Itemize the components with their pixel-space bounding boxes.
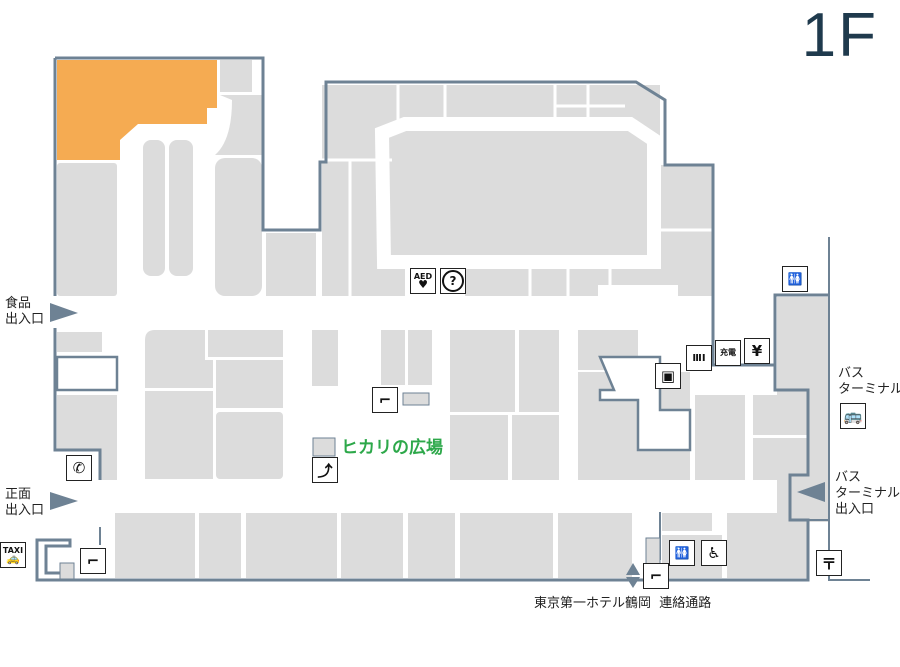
stairs-icon[interactable]: ⌐ xyxy=(372,387,398,413)
escalator-steps-icon xyxy=(59,392,661,580)
shop[interactable] xyxy=(312,330,338,386)
shop[interactable] xyxy=(215,158,262,296)
post-text: 〒 xyxy=(821,554,837,573)
plaza-label: ヒカリの広場 xyxy=(341,438,443,458)
floor-label: 1F xyxy=(801,1,878,70)
shop[interactable] xyxy=(169,140,193,276)
shop[interactable] xyxy=(512,415,559,480)
escalator-icon[interactable]: ⤴ xyxy=(312,457,338,483)
arrows xyxy=(50,303,825,588)
taxi-text: TAXI xyxy=(2,546,24,555)
shop[interactable] xyxy=(57,395,117,450)
shop[interactable] xyxy=(381,330,405,385)
elevator-icon[interactable]: ⅢⅠ xyxy=(686,345,712,371)
shops-center xyxy=(57,297,829,522)
locker-icon[interactable]: ▣ xyxy=(655,363,681,389)
food-entrance-arrow xyxy=(50,303,78,322)
shop[interactable] xyxy=(145,391,213,479)
telephone-icon[interactable]: ✆ xyxy=(66,455,92,481)
charge-text: 充電 xyxy=(720,348,736,357)
restroom-icon[interactable]: 🚻 xyxy=(669,540,695,566)
bus-entrance-label: バス ターミナル 出入口 xyxy=(835,470,900,517)
shop[interactable] xyxy=(246,513,337,578)
shop[interactable] xyxy=(143,140,165,276)
front-entrance-label: 正面 出入口 xyxy=(5,487,45,518)
shop[interactable] xyxy=(519,330,559,412)
shop[interactable] xyxy=(215,95,262,155)
wheelchair-icon[interactable]: ♿ xyxy=(701,540,727,566)
phone-charging-icon[interactable]: 充電 xyxy=(715,340,741,366)
yen-text: ¥ xyxy=(751,342,763,360)
shop[interactable] xyxy=(341,513,403,578)
shop[interactable] xyxy=(460,513,553,578)
shop[interactable] xyxy=(115,513,195,578)
info-icon[interactable]: ? xyxy=(440,268,466,294)
food-entrance-label: 食品 出入口 xyxy=(5,296,45,327)
shop[interactable] xyxy=(558,513,632,578)
bus-icon[interactable]: 🚌 xyxy=(840,403,866,429)
shop[interactable] xyxy=(450,330,515,412)
bus-entrance-arrow xyxy=(797,482,825,502)
passage-down-arrow xyxy=(626,577,640,588)
restroom-icon[interactable]: 🚻 xyxy=(782,266,808,292)
taxi-icon[interactable]: TAXI🚕 xyxy=(0,542,26,568)
info-text: ? xyxy=(442,270,464,292)
shop[interactable] xyxy=(727,513,807,578)
shop[interactable] xyxy=(57,332,102,352)
highlighted-shop[interactable] xyxy=(57,60,217,160)
shop[interactable] xyxy=(408,330,432,385)
passage-up-arrow xyxy=(626,563,640,575)
shops-bottom xyxy=(115,513,807,578)
shop[interactable] xyxy=(145,330,213,388)
front-entrance-arrow xyxy=(50,492,78,510)
bus-terminal-label: バス ターミナル xyxy=(838,366,900,397)
shop[interactable] xyxy=(266,233,316,296)
shop[interactable] xyxy=(100,450,117,480)
shop[interactable] xyxy=(216,360,283,408)
shop[interactable] xyxy=(208,330,283,357)
aed-text: AED xyxy=(413,272,433,281)
atm-yen-icon[interactable]: ¥ xyxy=(744,338,770,364)
shop[interactable] xyxy=(662,513,712,531)
shop[interactable] xyxy=(199,513,241,578)
shop[interactable] xyxy=(57,163,117,296)
hotel-passage-label: 東京第一ホテル鶴岡 連絡通路 xyxy=(534,596,712,611)
post-office-icon[interactable]: 〒 xyxy=(816,550,842,576)
shop[interactable] xyxy=(216,412,283,479)
stairs-icon[interactable]: ⌐ xyxy=(643,563,669,589)
shop[interactable] xyxy=(450,415,508,480)
shop[interactable] xyxy=(220,60,252,92)
shop[interactable] xyxy=(408,513,455,578)
stairs-icon[interactable]: ⌐ xyxy=(80,548,106,574)
walls xyxy=(35,56,870,582)
shop[interactable] xyxy=(695,395,745,480)
aed-icon[interactable]: AED♥ xyxy=(410,268,436,294)
